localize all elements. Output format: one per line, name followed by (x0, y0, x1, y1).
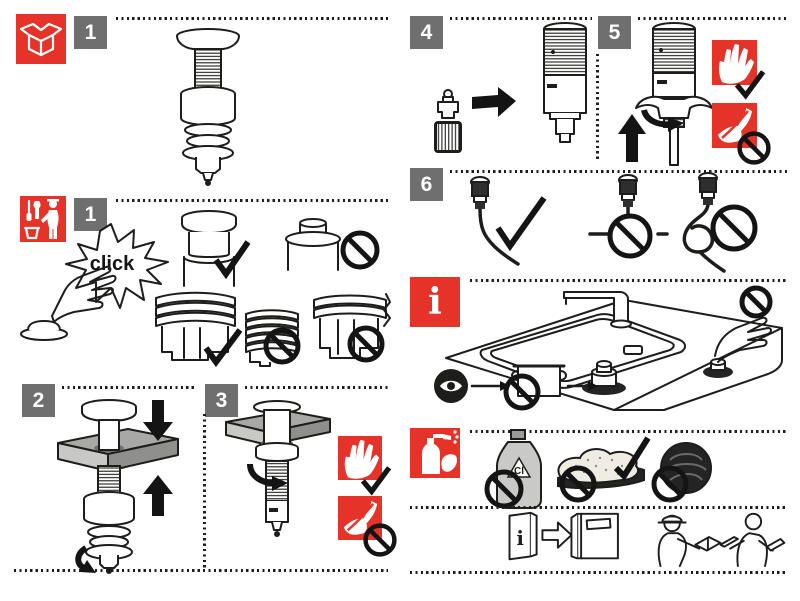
step-number: 1 (84, 202, 97, 226)
drain-plug (596, 360, 612, 368)
figure-plug-raised-ok (168, 208, 252, 288)
step-badge-6: 6 (410, 168, 443, 201)
figure-shaft-wing-nut (630, 22, 718, 167)
figure-cable-loop-forbidden (660, 172, 772, 274)
arrow-right (588, 381, 598, 391)
hand-pressing (714, 316, 772, 363)
step-number: 2 (32, 388, 45, 412)
checkmark (734, 70, 766, 100)
divider-dotted (450, 170, 788, 173)
hand-pressing (51, 265, 117, 323)
click-starburst (65, 223, 169, 309)
figure-valve-shaft (534, 22, 596, 158)
figure-drain-valve-assembly (148, 26, 268, 188)
figure-step2-insert-through-board (52, 396, 184, 574)
step-badge-3: 3 (205, 384, 238, 417)
block-arrow (541, 521, 573, 549)
spray-bottle-icon (410, 428, 460, 478)
chlorine-label: Cl (514, 466, 524, 477)
divider-dotted-vertical (596, 54, 599, 162)
step-number: 1 (84, 20, 97, 44)
info-glyph: i (428, 281, 442, 323)
figure-press-plug-click: click (8, 218, 178, 350)
pliers-icon (338, 496, 382, 540)
divider-dotted (410, 571, 788, 574)
checkmark (203, 328, 243, 368)
arrow-up (143, 475, 173, 516)
divider-dotted (470, 430, 788, 433)
leaflet-glyph: i (516, 527, 523, 550)
user-person (744, 512, 763, 531)
info-icon: i (410, 277, 460, 327)
divider-dotted (245, 386, 388, 389)
figure-keep-instructions: i (495, 508, 795, 568)
open-box-icon (16, 14, 66, 64)
prohibition-circle (739, 285, 773, 319)
hand-icon (712, 40, 757, 85)
step-number: 4 (420, 20, 433, 44)
prohibition-circle (263, 327, 301, 365)
prohibition-circle (347, 325, 385, 363)
step-badge-4: 4 (410, 16, 443, 49)
divider-dotted (638, 17, 788, 20)
installer-tools-icon (20, 196, 66, 242)
overflow-hole (623, 345, 643, 355)
figure-steel-scourer-forbidden (648, 436, 724, 503)
step-badge-install: 1 (74, 198, 107, 231)
figure-connector-part (430, 88, 466, 158)
step-badge-2: 2 (22, 384, 55, 417)
divider-dotted (410, 506, 788, 509)
figure-cable-gentle-bend-ok (458, 176, 553, 271)
figure-valves-wrong-forbidden (242, 288, 392, 376)
prohibition-circle (559, 465, 597, 503)
figure-sponge-soft-side-ok (550, 430, 655, 503)
step-badge-5: 5 (598, 16, 631, 49)
divider-dotted (14, 569, 388, 572)
divider-dotted (116, 199, 388, 202)
step-number: 5 (608, 20, 621, 44)
prohibition-circle (503, 373, 541, 411)
prohibition-circle (362, 522, 398, 558)
hand-icon (338, 436, 382, 480)
checkmark (360, 466, 392, 496)
arrow-right (472, 86, 518, 118)
click-label: click (90, 253, 135, 275)
step-number: 3 (215, 388, 228, 412)
divider-dotted-vertical (203, 414, 206, 568)
checkmark (613, 436, 651, 481)
prohibition-circle (736, 130, 772, 166)
faucet (563, 291, 629, 323)
figure-chlorine-bottle-forbidden: Cl (480, 429, 558, 510)
prohibition-circle (340, 230, 380, 270)
arrow-up (618, 114, 646, 162)
divider-dotted (62, 386, 196, 389)
figure-plug-pressed-forbidden (272, 212, 384, 274)
figure-sink-usage-scene (418, 285, 788, 424)
divider-dotted (116, 17, 388, 20)
figure-valve-correct-ok (148, 286, 243, 374)
arrow-down (143, 400, 173, 441)
step-badge-package: 1 (74, 16, 107, 49)
divider-dotted (470, 279, 788, 282)
rotate-arrow (75, 545, 88, 571)
figure-step3-hand-tighten (222, 398, 334, 556)
prohibition-circle (651, 465, 689, 503)
checkmark (213, 240, 251, 280)
figure-cable-sharp-bend-forbidden (570, 174, 670, 266)
step-number: 6 (420, 172, 433, 196)
divider-dotted (450, 17, 592, 20)
checkmark (495, 196, 547, 252)
